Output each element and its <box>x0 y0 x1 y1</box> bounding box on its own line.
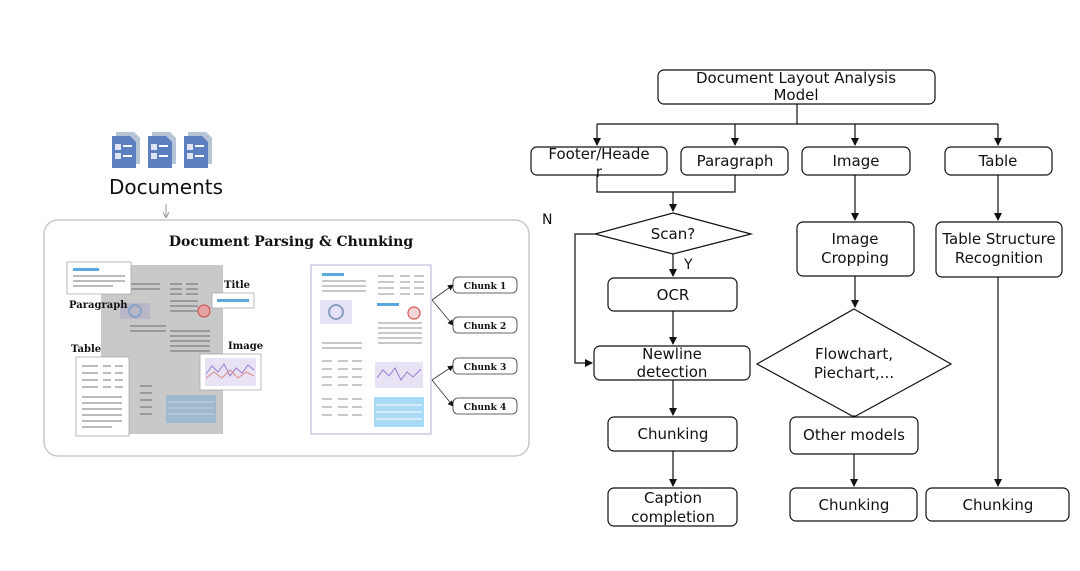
caption-completion-box <box>607 487 738 527</box>
flowchart-decision <box>755 308 953 418</box>
flowchart-q-label: Flowchart, <box>815 345 893 363</box>
chunk-connectors <box>431 284 454 407</box>
chunk-boxes <box>452 276 518 415</box>
documents-label: Documents <box>109 175 223 199</box>
other-models-label: Other models <box>803 426 905 444</box>
footer-header-label-line2: r <box>596 163 603 181</box>
chunk-label: Chunk 3 <box>464 363 506 373</box>
chunked-page <box>310 264 432 435</box>
layout-model-label: Document Layout Analysis <box>696 69 896 87</box>
chunking-table-box <box>925 487 1070 522</box>
chunking-image-box <box>789 487 918 522</box>
newline-label-line2: detection <box>637 363 708 381</box>
document-icon <box>184 132 212 168</box>
table-structure-label-line2: Recognition <box>955 249 1043 267</box>
image-label: Image <box>833 152 880 170</box>
chunk-label: Chunk 1 <box>464 282 506 292</box>
table-card <box>75 356 130 437</box>
chunking-text-label: Chunking <box>638 425 709 443</box>
no-label: N <box>542 212 552 228</box>
caption-label-line2: completion <box>631 508 715 526</box>
footer-header-box <box>530 146 668 176</box>
title-card <box>211 292 255 309</box>
table-label: Table <box>978 152 1018 170</box>
table-label: Table <box>71 344 101 355</box>
image-cropping-label: Image <box>832 230 879 248</box>
chunk-label: Chunk 2 <box>464 322 506 332</box>
panel-title: Document Parsing & Chunking <box>169 234 413 250</box>
title-label: Title <box>224 280 250 291</box>
yes-label: Y <box>683 257 693 273</box>
flowchart-q-label-line2: Piechart,... <box>814 364 894 382</box>
documents-icon-group <box>112 132 212 168</box>
layout-model-label-line2: Model <box>773 86 818 104</box>
caption-label: Caption <box>644 489 702 507</box>
newline-label: Newline <box>642 345 702 363</box>
ocr-label: OCR <box>657 286 690 304</box>
flow-arrows <box>574 104 1002 487</box>
chunk-label: Chunk 4 <box>464 403 506 413</box>
table-structure-box <box>935 221 1063 278</box>
paragraph-card <box>66 261 132 295</box>
image-card <box>199 353 262 391</box>
document-icon <box>112 132 140 168</box>
chunking-image-label: Chunking <box>819 496 890 514</box>
table-structure-label: Table Structure <box>941 230 1055 248</box>
scan-label: Scan? <box>651 225 695 243</box>
image-label: Image <box>228 341 263 352</box>
image-cropping-label-line2: Cropping <box>821 249 889 267</box>
chunking-table-label: Chunking <box>963 496 1034 514</box>
footer-header-label: Footer/Heade <box>548 145 649 163</box>
paragraph-label: Paragraph <box>69 300 128 311</box>
document-icon <box>148 132 176 168</box>
newline-detection-box <box>593 345 751 381</box>
paragraph-label: Paragraph <box>697 152 774 170</box>
image-box <box>801 146 911 176</box>
